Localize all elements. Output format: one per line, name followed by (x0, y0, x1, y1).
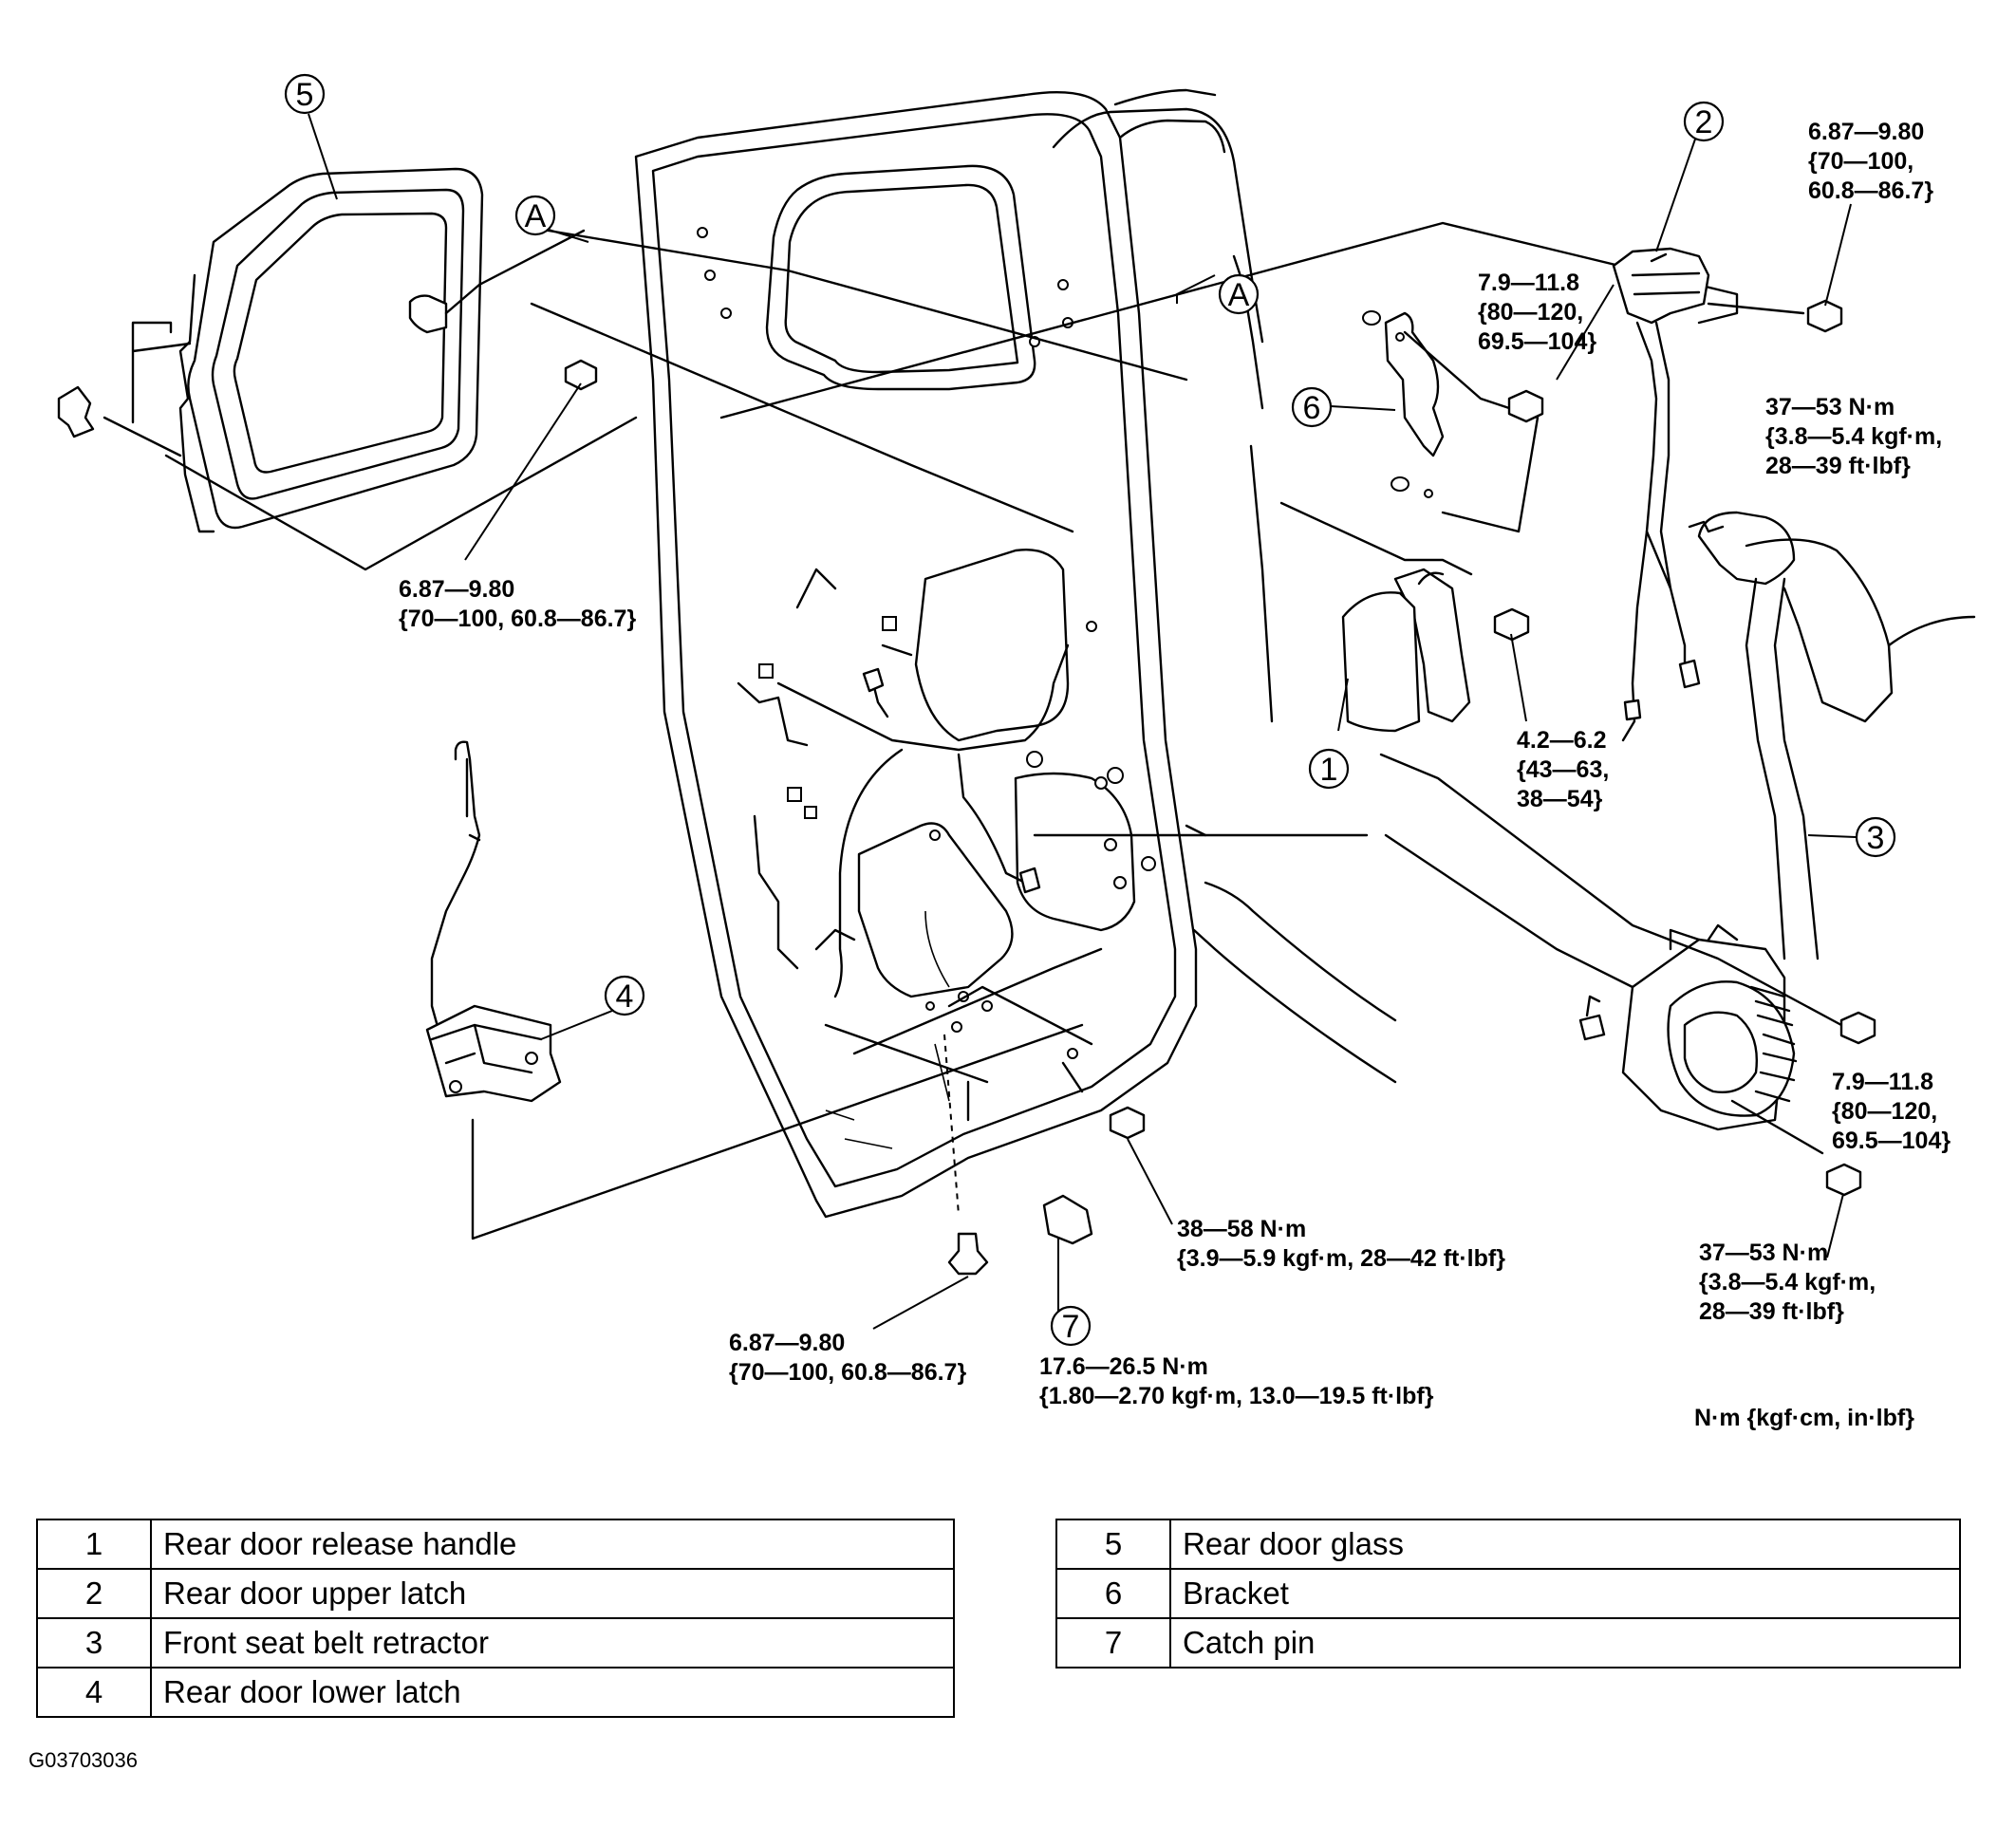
torque-spec-lower-bolt: 6.87—9.80 {70—100, 60.8—86.7} (729, 1330, 967, 1386)
legend-part-number: 1 (36, 1519, 152, 1570)
catch-pin-centerline (943, 1034, 960, 1216)
upper-latch-drawing (1612, 247, 1710, 742)
release-handle-bolt-icon (1493, 607, 1530, 642)
callout-7: 7 (1050, 1305, 1092, 1347)
svg-text:3: 3 (1867, 820, 1885, 856)
door-panel-holes (697, 227, 1156, 1059)
legend-part-number: 2 (36, 1568, 152, 1619)
retractor-lower-bolt-icon (1825, 1163, 1862, 1197)
callout-4: 4 (540, 975, 645, 1040)
callout-1: 1 (1308, 678, 1350, 790)
svg-text:4: 4 (616, 979, 634, 1015)
torque-spec-release-handle: 4.2—6.2 {43—63, 38—54} (1517, 727, 1610, 812)
legend-part-name: Rear door release handle (150, 1519, 955, 1570)
torque-spec-lower-latch: 38—58 N·m {3.9—5.9 kgf·m, 28—42 ft·lbf} (1177, 1216, 1505, 1272)
svg-text:A: A (1228, 277, 1250, 313)
callout-2: 2 (1655, 101, 1725, 252)
retractor-bolt-icon (1839, 1011, 1876, 1045)
glass-clip-icon (57, 385, 95, 438)
legend-part-name: Front seat belt retractor (150, 1617, 955, 1669)
torque-spec-glass-bolt: 6.87—9.80 {70—100, 60.8—86.7} (399, 576, 637, 632)
legend-part-name: Rear door glass (1169, 1519, 1961, 1570)
rear-door-glass-drawing (178, 167, 484, 533)
legend-part-name: Rear door lower latch (150, 1667, 955, 1718)
legend-part-number: 6 (1055, 1568, 1171, 1619)
catch-pin-icon (1042, 1194, 1093, 1245)
svg-text:2: 2 (1695, 104, 1713, 140)
legend-part-name: Bracket (1169, 1568, 1961, 1619)
legend-part-number: 3 (36, 1617, 152, 1669)
svg-text:7: 7 (1062, 1309, 1080, 1345)
callout-6: 6 (1291, 386, 1396, 428)
lower-latch-drawing (425, 740, 562, 1103)
torque-spec-catch-pin: 17.6—26.5 N·m {1.80—2.70 kgf·m, 13.0—19.… (1039, 1353, 1434, 1409)
rear-door-panel-drawing (634, 88, 1397, 1219)
glass-mount-lines (103, 229, 638, 571)
lower-bolt-icon (947, 1232, 989, 1276)
callout-3: 3 (1807, 816, 1896, 858)
door-glass-lines (530, 221, 1739, 533)
glass-bolt-icon (564, 359, 598, 391)
seat-belt-retractor-drawing (1578, 511, 1976, 1131)
torque-spec-upper-latch-top: 6.87—9.80 {70—100, 60.8—86.7} (1808, 119, 1934, 204)
torque-spec-retractor-bolt: 7.9—11.8 {80—120, 69.5—104} (1832, 1069, 1951, 1154)
svg-text:1: 1 (1320, 752, 1338, 788)
torque-spec-retractor-lower-anchor: 37—53 N·m {3.8—5.4 kgf·m, 28—39 ft·lbf} (1699, 1240, 1876, 1325)
bracket-bolt-icon (1507, 389, 1544, 423)
svg-text:A: A (525, 198, 547, 234)
torque-unit-note: N·m {kgf·cm, in·lbf} (1694, 1405, 1914, 1431)
torque-spec-upper-latch: 7.9—11.8 {80—120, 69.5—104} (1478, 270, 1597, 355)
legend-part-number: 5 (1055, 1519, 1171, 1570)
legend-part-number: 7 (1055, 1617, 1171, 1669)
svg-text:6: 6 (1303, 390, 1321, 426)
figure-id: G03703036 (28, 1748, 138, 1772)
callout-5: 5 (284, 73, 338, 200)
legend-part-name: Catch pin (1169, 1617, 1961, 1669)
svg-text:5: 5 (296, 77, 314, 113)
upper-latch-bolt-top-icon (1806, 299, 1843, 333)
lower-latch-mount-lines (471, 985, 1093, 1240)
release-handle-drawing (1279, 501, 1473, 733)
lower-latch-bolt-icon (1109, 1106, 1146, 1140)
retractor-mount-lines (1033, 753, 1843, 1155)
legend-part-name: Rear door upper latch (150, 1568, 955, 1619)
callout-a-left: A (514, 195, 589, 243)
wiring-harness-drawing (776, 643, 1070, 998)
callout-a-right: A (1218, 273, 1260, 315)
legend-part-number: 4 (36, 1667, 152, 1718)
torque-spec-retractor-upper-anchor: 37—53 N·m {3.8—5.4 kgf·m, 28—39 ft·lbf} (1765, 394, 1943, 479)
